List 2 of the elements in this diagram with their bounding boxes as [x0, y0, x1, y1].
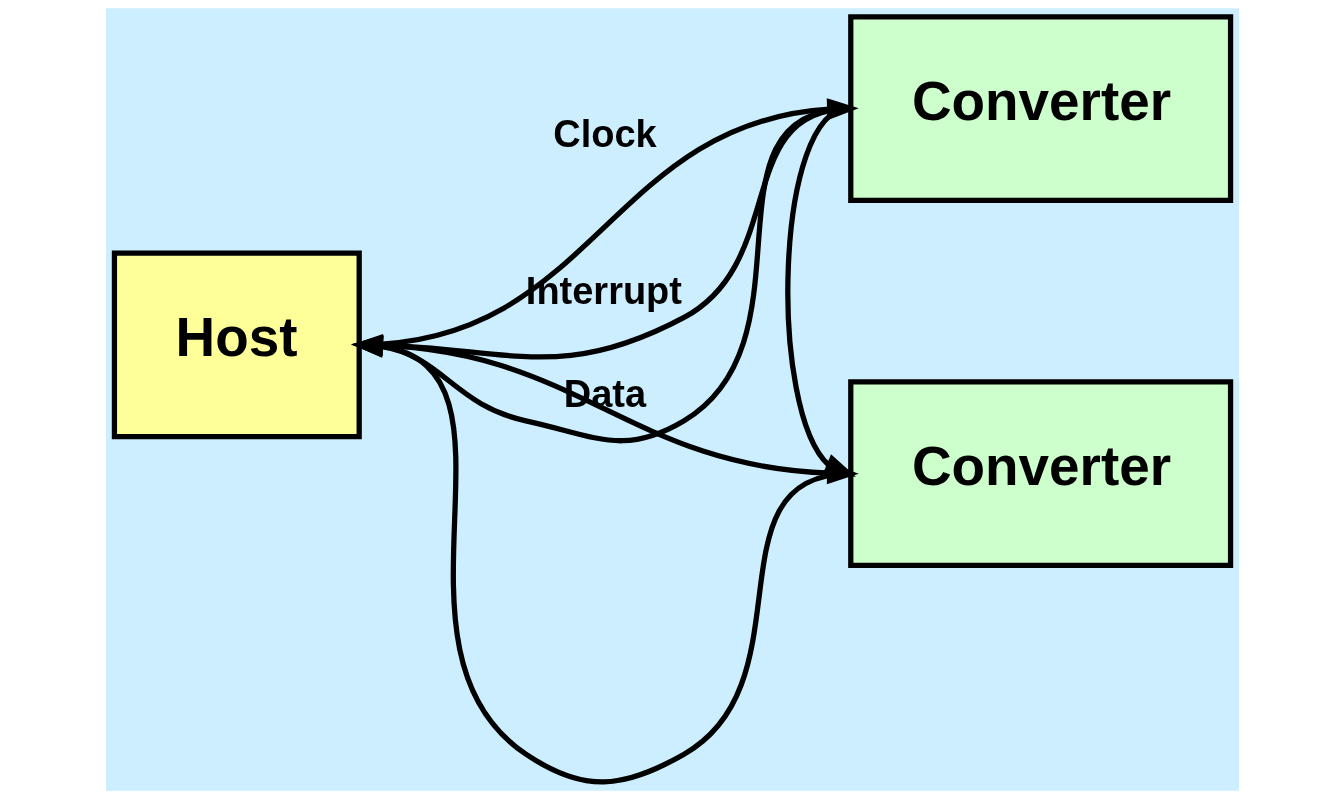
- edge-label: Clock: [552, 113, 657, 156]
- edge-label: Interrupt: [525, 269, 682, 312]
